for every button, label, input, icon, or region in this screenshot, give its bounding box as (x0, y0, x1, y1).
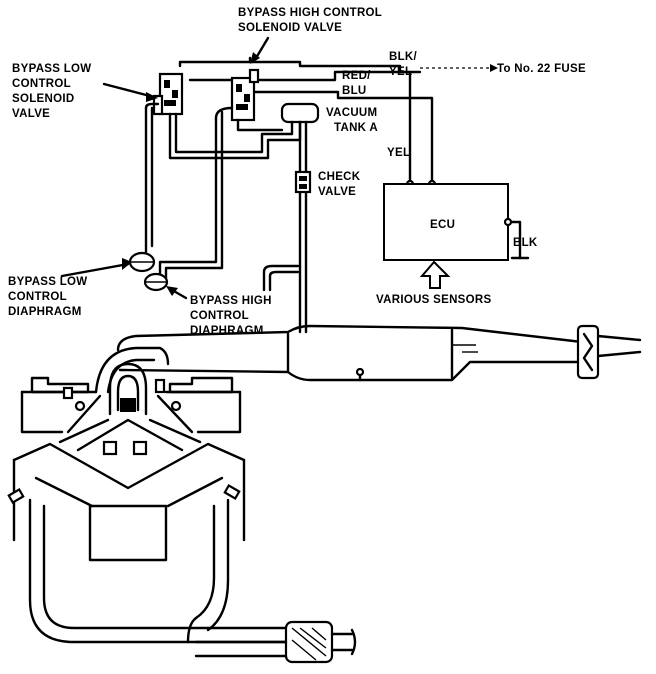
ecu-box (383, 183, 530, 261)
exhaust-system (28, 498, 357, 664)
svg-text:CONTROL: CONTROL (190, 310, 249, 322)
label-wire-blk-yel: BLK/ YEL (389, 51, 418, 78)
svg-text:SOLENOID VALVE: SOLENOID VALVE (238, 22, 342, 34)
svg-text:BYPASS LOW: BYPASS LOW (12, 63, 91, 75)
label-wire-red-blu: RED/ BLU (342, 70, 371, 97)
label-bypass-high-solenoid: BYPASS HIGH CONTROL SOLENOID VALVE (238, 7, 382, 34)
label-bypass-high-diaphragm: BYPASS HIGH CONTROL DIAPHRAGM (190, 295, 272, 337)
check-valve (294, 170, 312, 194)
sensors-arrow (419, 260, 451, 289)
vacuum-hoses (144, 102, 308, 334)
bypass-low-diaphragm (128, 251, 156, 273)
svg-text:SOLENOID: SOLENOID (12, 93, 74, 105)
engine-block (7, 346, 246, 562)
label-various-sensors: VARIOUS SENSORS (376, 294, 492, 306)
leader-arrows (60, 36, 270, 300)
svg-text:VALVE: VALVE (318, 186, 356, 198)
svg-text:VACUUM: VACUUM (326, 107, 377, 119)
bypass-high-diaphragm (143, 272, 169, 292)
svg-text:YEL: YEL (389, 66, 412, 78)
vacuum-tank-a (280, 102, 320, 124)
bypass-low-solenoid-valve (152, 72, 184, 116)
svg-text:CONTROL: CONTROL (12, 78, 71, 90)
label-ecu: ECU (430, 219, 455, 231)
label-wire-yel: YEL (387, 147, 410, 159)
bypass-high-solenoid-valve (230, 68, 260, 122)
svg-text:BLU: BLU (342, 85, 367, 97)
svg-text:BYPASS HIGH: BYPASS HIGH (190, 295, 272, 307)
label-ground-blk: BLK (513, 237, 538, 249)
svg-text:BYPASS HIGH CONTROL: BYPASS HIGH CONTROL (238, 7, 382, 19)
svg-text:CONTROL: CONTROL (8, 291, 67, 303)
svg-text:DIAPHRAGM: DIAPHRAGM (190, 325, 264, 337)
intake-duct (116, 324, 642, 382)
svg-text:BLK/: BLK/ (389, 51, 418, 63)
svg-text:TANK A: TANK A (334, 122, 378, 134)
label-bypass-low-diaphragm: BYPASS LOW CONTROL DIAPHRAGM (8, 276, 87, 318)
svg-text:VALVE: VALVE (12, 108, 50, 120)
label-fuse: To No. 22 FUSE (497, 63, 586, 75)
svg-text:RED/: RED/ (342, 70, 371, 82)
label-bypass-low-solenoid: BYPASS LOW CONTROL SOLENOID VALVE (12, 63, 91, 120)
label-vacuum-tank: VACUUM TANK A (326, 107, 378, 134)
svg-text:BYPASS LOW: BYPASS LOW (8, 276, 87, 288)
svg-text:CHECK: CHECK (318, 171, 361, 183)
svg-text:DIAPHRAGM: DIAPHRAGM (8, 306, 82, 318)
label-check-valve: CHECK VALVE (318, 171, 361, 198)
